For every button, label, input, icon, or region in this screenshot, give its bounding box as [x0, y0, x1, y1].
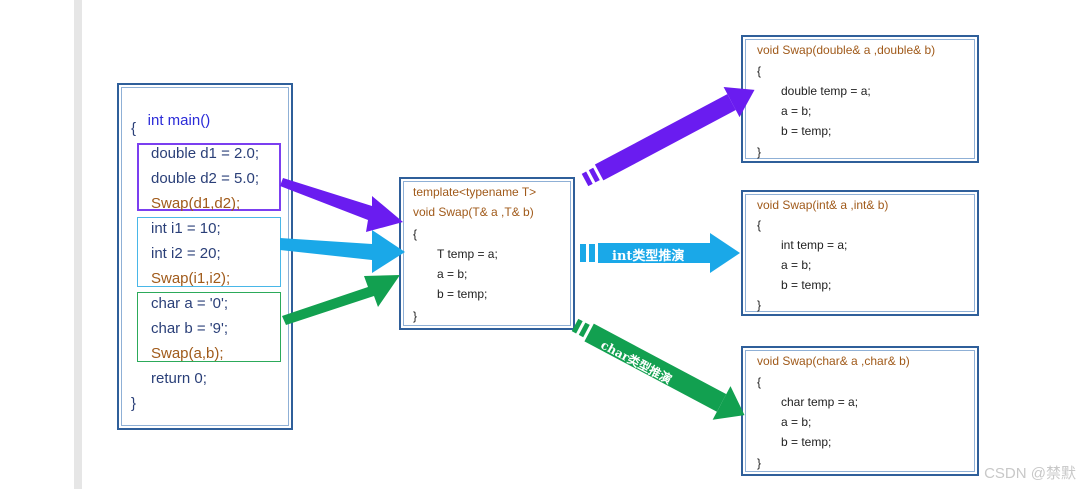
template-close-brace: } — [413, 309, 418, 323]
double-instance-body-1: double temp = a; — [781, 84, 871, 98]
char-instance-box: void Swap(char& a ,char& b) { char temp … — [741, 346, 979, 476]
char-line-3: Swap(a,b); — [151, 345, 224, 362]
char-instance-open: { — [757, 375, 762, 389]
main-function-box: int main() { double d1 = 2.0; double d2 … — [117, 83, 293, 430]
char-instance-body-2: a = b; — [781, 415, 812, 429]
template-body-3: b = temp; — [437, 287, 488, 301]
int-instance-body-2: a = b; — [781, 258, 812, 272]
char-deduction-label: char类型推演 — [598, 337, 675, 387]
char-group — [137, 292, 281, 362]
int-deduction-label: int类型推演 — [612, 249, 685, 264]
template-open-brace: { — [413, 227, 418, 241]
char-instance-body-1: char temp = a; — [781, 395, 859, 409]
double-instance-signature: void Swap(double& a ,double& b) — [757, 43, 936, 57]
watermark: CSDN @禁默 — [984, 465, 1076, 482]
int-instance-box: void Swap(int& a ,int& b) { int temp = a… — [741, 190, 979, 316]
double-line-1: double d1 = 2.0; — [151, 145, 260, 162]
int-line-1: int i1 = 10; — [151, 220, 221, 237]
main-signature: int main() — [147, 112, 211, 129]
template-signature: void Swap(T& a ,T& b) — [413, 205, 534, 219]
double-instance-body-3: b = temp; — [781, 124, 832, 138]
int-input-arrow — [280, 230, 405, 273]
char-input-arrow — [282, 275, 400, 325]
double-group — [137, 143, 281, 211]
template-declaration: template<typename T> — [413, 185, 537, 199]
double-instance-body-2: a = b; — [781, 104, 812, 118]
double-instance-box: void Swap(double& a ,double& b) { double… — [741, 35, 979, 163]
char-instance-signature: void Swap(char& a ,char& b) — [757, 354, 910, 368]
main-open-brace: { — [131, 120, 137, 137]
double-deduction-label: double类型推演 — [598, 90, 689, 148]
double-instance-open: { — [757, 64, 762, 78]
main-close-brace: } — [131, 395, 137, 412]
double-instance-close: } — [757, 145, 762, 159]
double-input-arrow — [280, 178, 403, 232]
int-instance-open: { — [757, 218, 762, 232]
char-instance-close: } — [757, 456, 762, 470]
int-line-2: int i2 = 20; — [151, 245, 221, 262]
left-gutter — [74, 0, 82, 489]
char-line-1: char a = '0'; — [151, 295, 229, 312]
int-instance-body-3: b = temp; — [781, 278, 832, 292]
int-instance-body-1: int temp = a; — [781, 238, 848, 252]
template-body-1: T temp = a; — [437, 247, 498, 261]
int-instance-signature: void Swap(int& a ,int& b) — [757, 198, 889, 212]
char-line-2: char b = '9'; — [151, 320, 229, 337]
template-body-2: a = b; — [437, 267, 468, 281]
int-line-3: Swap(i1,i2); — [151, 270, 231, 287]
template-function-box: template<typename T> void Swap(T& a ,T& … — [399, 177, 575, 330]
double-line-2: double d2 = 5.0; — [151, 170, 260, 187]
int-instance-close: } — [757, 298, 762, 312]
char-instance-body-3: b = temp; — [781, 435, 832, 449]
double-line-3: Swap(d1,d2); — [151, 195, 241, 212]
return-statement: return 0; — [151, 370, 207, 387]
